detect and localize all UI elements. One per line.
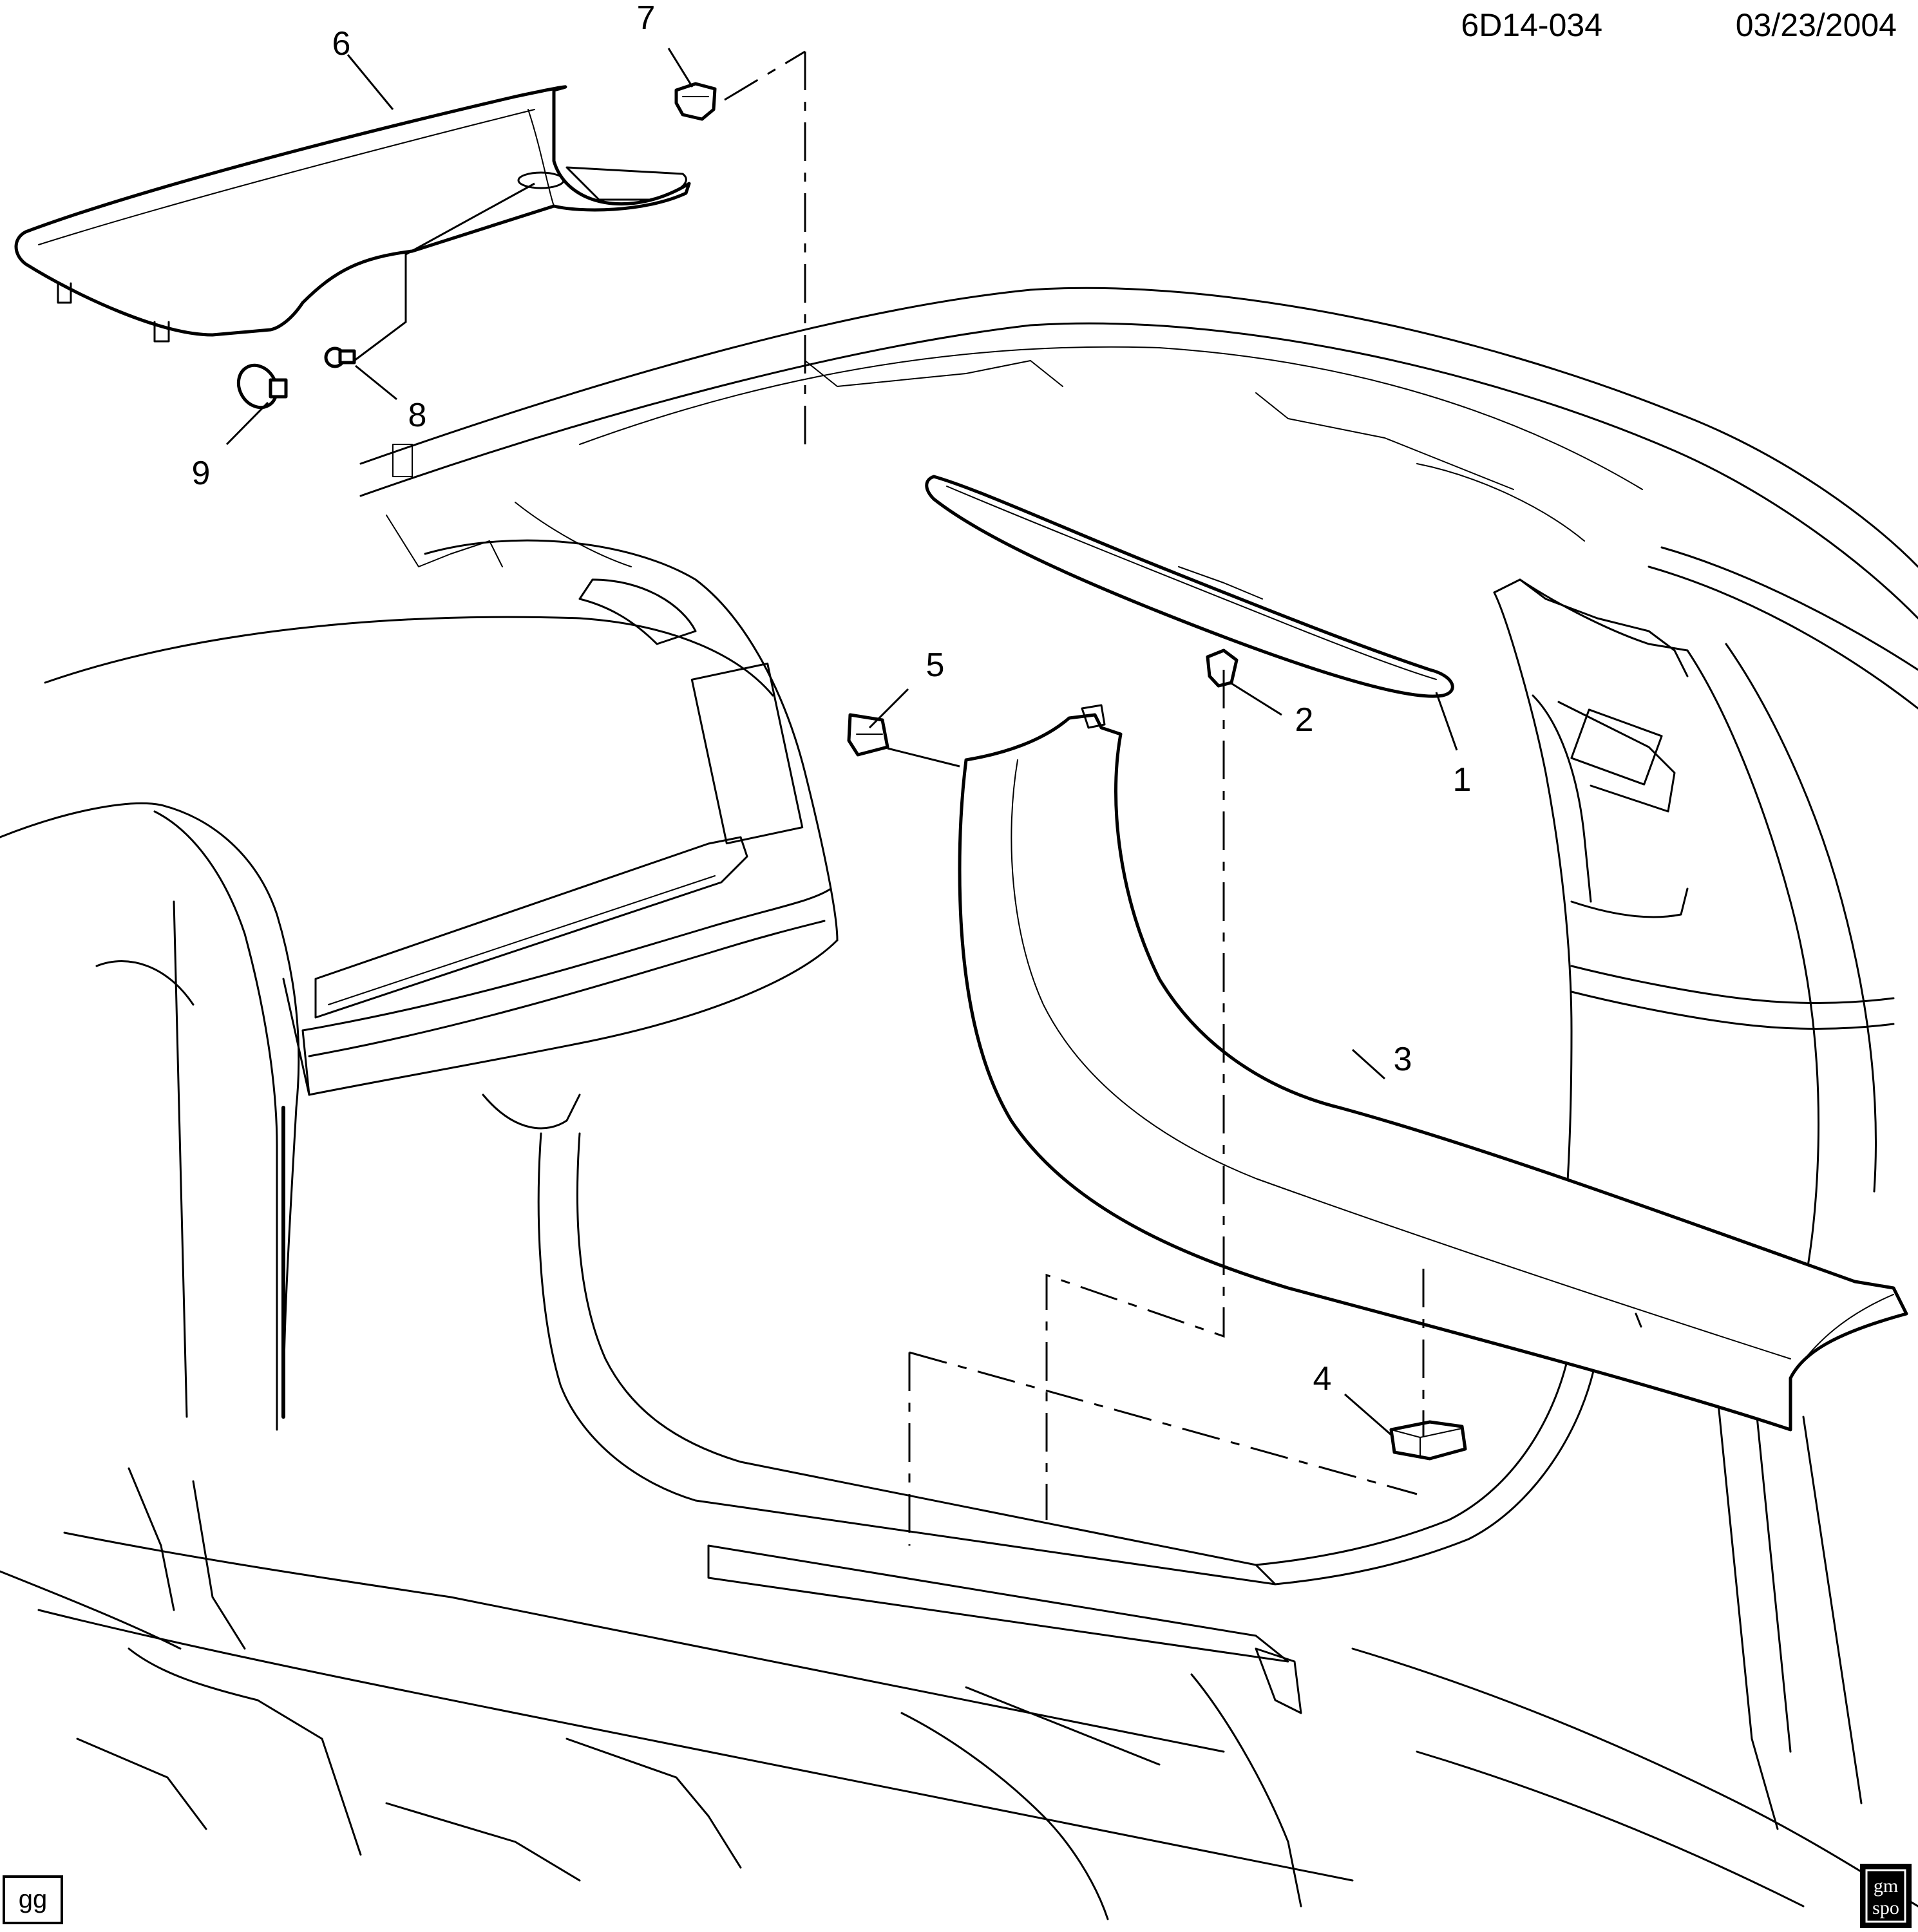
callout-8: 8 bbox=[408, 397, 427, 434]
leader-lines bbox=[225, 48, 1458, 1436]
callout-1: 1 bbox=[1453, 761, 1472, 799]
gm-spo-logo: gm spo bbox=[1860, 1864, 1912, 1928]
part-8-screw bbox=[324, 346, 356, 368]
logo-line-1: gm bbox=[1874, 1875, 1898, 1897]
callout-5: 5 bbox=[926, 647, 945, 684]
callout-7: 7 bbox=[637, 0, 656, 37]
alignment-lines bbox=[724, 50, 1425, 1546]
callout-4: 4 bbox=[1313, 1360, 1332, 1397]
callout-9: 9 bbox=[192, 455, 211, 492]
callout-3: 3 bbox=[1394, 1041, 1412, 1078]
callout-2: 2 bbox=[1295, 701, 1314, 739]
vehicle-body bbox=[0, 287, 1918, 1920]
callout-6: 6 bbox=[332, 25, 351, 62]
drawing-date: 03/23/2004 bbox=[1736, 7, 1897, 43]
part-7-clip bbox=[674, 82, 717, 121]
part-1-trim-strip bbox=[925, 475, 1454, 698]
logo-line-2: spo bbox=[1872, 1897, 1899, 1918]
drawing-id: 6D14-034 bbox=[1461, 7, 1602, 43]
part-4-bumper bbox=[1389, 1420, 1467, 1461]
illustrator-tag-text: gg bbox=[19, 1885, 48, 1913]
part-2-clip bbox=[1206, 649, 1239, 688]
callouts: 1 2 3 4 5 6 7 8 9 bbox=[192, 0, 1472, 1397]
part-3-sill-trim bbox=[958, 704, 1908, 1432]
part-9-push-pin bbox=[236, 363, 288, 410]
part-5-clip bbox=[847, 713, 889, 757]
illustrator-tag: gg bbox=[3, 1875, 63, 1924]
part-6-trim-panel bbox=[14, 85, 691, 343]
